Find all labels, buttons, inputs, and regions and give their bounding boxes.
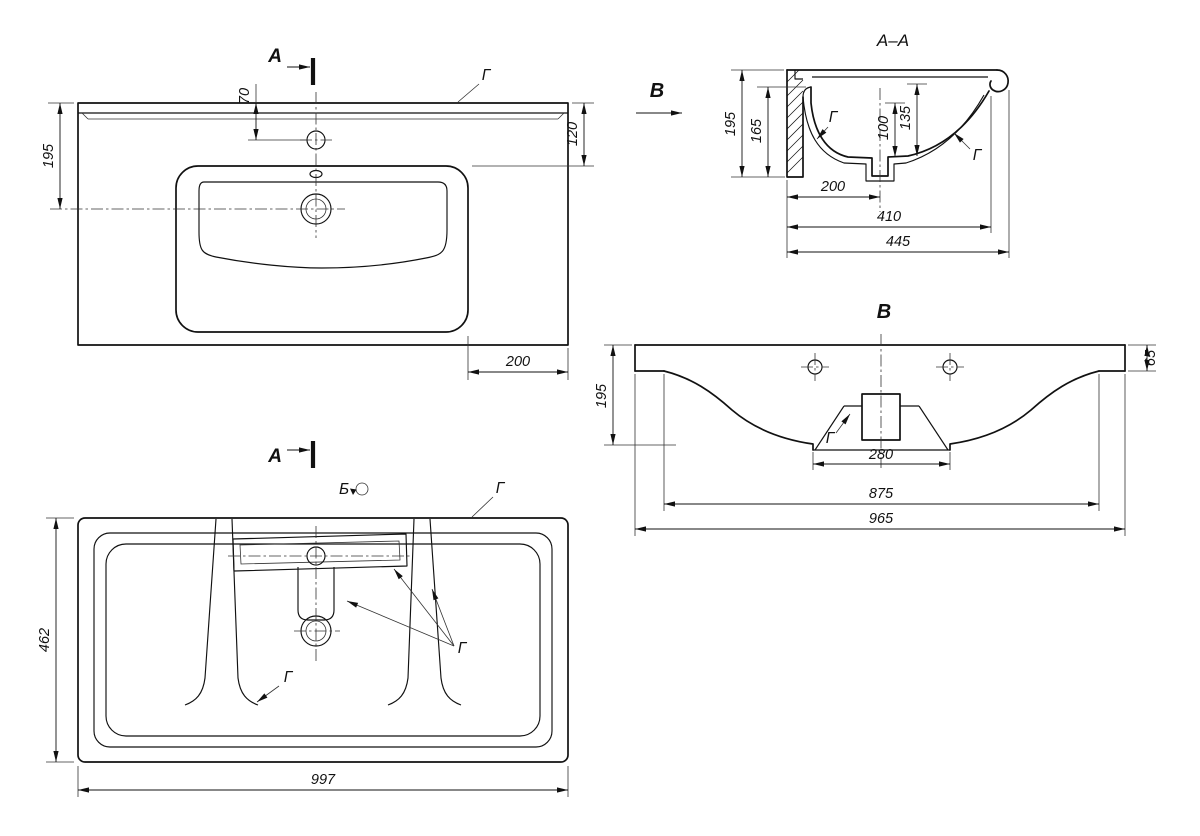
back-wall-top [802, 86, 812, 98]
finish-letter-g: Г [829, 109, 839, 126]
detail-callout-b: Б [339, 481, 369, 498]
dim-viewb-965: 965 [634, 374, 1126, 536]
finish-letter-g: Г [496, 480, 506, 497]
dim-text-195: 195 [594, 383, 610, 408]
bottom-section-marker-a: А [267, 441, 316, 468]
finish-letter-g: Г [973, 147, 983, 164]
dim-section-100: 100 [876, 102, 905, 157]
left-rib-outer [184, 518, 217, 706]
front-rim-curl [989, 69, 1009, 93]
finish-letter-g: Г [458, 640, 468, 657]
dim-text-120: 120 [565, 122, 581, 146]
dim-section-135: 135 [898, 83, 927, 156]
bowl-underside-left [663, 370, 814, 451]
plan-view: А Г 70 195 120 200 [41, 46, 594, 380]
rotation-symbol-arrow [350, 488, 357, 495]
viewb-finish-callout-g: Г [826, 413, 851, 447]
basin-rim-outline [175, 165, 469, 333]
view-b-title: В [877, 301, 891, 323]
plan-basin [175, 130, 469, 333]
section-letter-a: А [267, 446, 282, 467]
dim-text-165: 165 [749, 118, 765, 143]
dim-text-65: 65 [1143, 349, 1159, 366]
plan-centerlines [50, 92, 345, 238]
dim-text-462: 462 [37, 628, 53, 652]
bottom-inner-rim-1 [93, 532, 553, 748]
section-letter-a: А [267, 46, 282, 67]
dim-viewb-65: 65 [1128, 344, 1159, 372]
bottom-centerlines [228, 526, 410, 662]
pocket-slant-right [918, 405, 949, 451]
bottom-outline [77, 517, 569, 763]
bottom-view: А Б Г Г Г 462 [37, 441, 569, 797]
bowl-inner-surface [810, 86, 990, 177]
basin-inner-surface [198, 181, 448, 269]
section-finish-callout-g1: Г [816, 109, 839, 140]
dim-text-200: 200 [505, 354, 530, 370]
view-b: В Г [594, 301, 1159, 536]
dim-section-445: 445 [787, 90, 1010, 258]
dim-plan-70: 70 [237, 84, 307, 141]
dim-section-200: 200 [786, 179, 880, 258]
dim-bottom-997: 997 [77, 766, 569, 797]
dim-section-165: 165 [749, 86, 806, 177]
detail-letter-b: Б [339, 481, 349, 498]
right-rib-outer [429, 518, 462, 706]
plan-finish-callout-g: Г [457, 67, 492, 103]
bottom-finish-callout-g3: Г [256, 669, 294, 703]
rotation-symbol-circle [355, 482, 369, 496]
dim-viewb-195: 195 [594, 344, 676, 446]
section-title: А–А [876, 31, 909, 50]
plan-outer-edge [77, 102, 569, 346]
section-profile [786, 69, 1009, 212]
hatching [786, 69, 804, 174]
bottom-inner-rim-2 [105, 543, 541, 737]
tap-deck-step [794, 70, 803, 80]
dim-text-965: 965 [869, 511, 894, 527]
dim-text-100: 100 [876, 116, 892, 140]
section-finish-callout-g2: Г [953, 132, 983, 164]
dim-section-410: 410 [787, 96, 992, 233]
dim-plan-120: 120 [472, 102, 594, 167]
back-apron [786, 69, 804, 178]
dim-text-875: 875 [869, 486, 894, 502]
dim-bottom-462: 462 [37, 517, 74, 763]
dim-text-195: 195 [41, 143, 57, 168]
view-letter-v: В [650, 80, 664, 102]
dim-viewb-875: 875 [663, 374, 1100, 511]
bowl-underside-right [949, 370, 1100, 451]
left-rib-inner [231, 518, 259, 706]
dim-text-410: 410 [877, 209, 901, 225]
dim-plan-195: 195 [41, 102, 74, 209]
dim-text-70: 70 [237, 88, 253, 104]
dim-text-135: 135 [898, 105, 914, 130]
dim-section-195: 195 [723, 69, 785, 178]
dim-text-200: 200 [820, 179, 845, 195]
pocket-slant-left [814, 405, 845, 451]
section-aa-view: А–А В [636, 31, 1010, 258]
bottom-overflow-box [232, 533, 408, 572]
dim-plan-200: 200 [467, 336, 569, 380]
bowl-outer-shell [802, 94, 985, 182]
bottom-finish-callout-g1: Г [471, 480, 506, 518]
dim-text-997: 997 [311, 772, 336, 788]
viewb-centerlines [801, 334, 964, 468]
dim-text-195: 195 [723, 111, 739, 136]
finish-letter-g: Г [826, 430, 836, 447]
finish-letter-g: Г [482, 67, 492, 84]
viewb-outline [634, 344, 1126, 451]
view-b-direction-marker: В [636, 80, 682, 116]
plan-section-marker-a: А [267, 46, 316, 85]
dim-text-280: 280 [868, 447, 893, 463]
finish-letter-g: Г [284, 669, 294, 686]
bottom-finish-callout-g2: Г [346, 568, 468, 657]
plan-outline [77, 102, 569, 346]
bottom-ribs [184, 518, 462, 706]
right-rib-inner [387, 518, 415, 706]
dim-viewb-280: 280 [812, 447, 951, 470]
dim-text-445: 445 [886, 234, 911, 250]
bottom-outer-edge [77, 517, 569, 763]
